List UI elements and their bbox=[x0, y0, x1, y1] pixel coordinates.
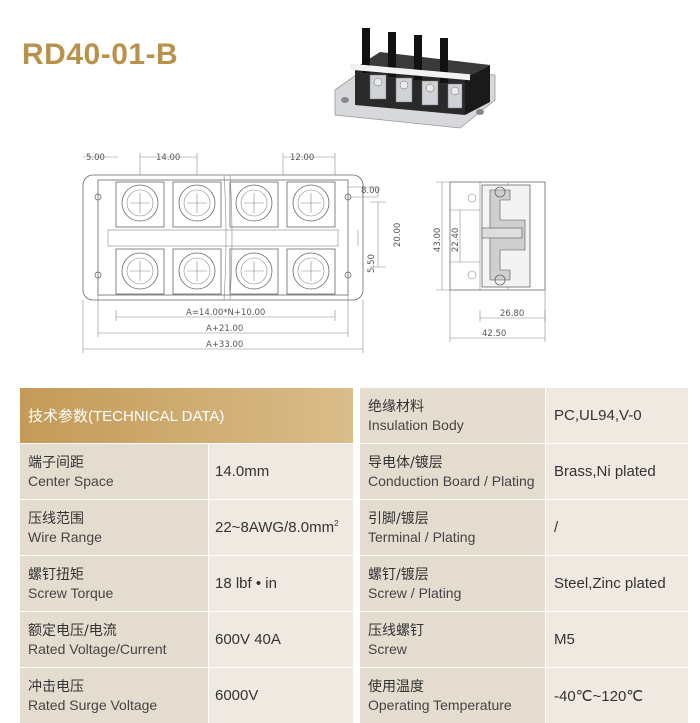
spec-label-en: Center Space bbox=[28, 472, 114, 489]
spec-value-cell: -40℃~120℃ bbox=[545, 668, 688, 723]
spec-label-zh: 引脚/镀层 bbox=[368, 510, 429, 527]
dim-43-00: 43.00 bbox=[433, 228, 443, 252]
spec-label-cell: 绝缘材料 Insulation Body bbox=[359, 388, 545, 443]
spec-label-cell: 压线范围 Wire Range bbox=[20, 500, 208, 555]
spec-label-zh: 绝缘材料 bbox=[368, 398, 424, 415]
spec-label-en: Terminal / Plating bbox=[368, 528, 476, 545]
spec-value: -40℃~120℃ bbox=[554, 687, 644, 705]
table-row: 技术参数(TECHNICAL DATA) 绝缘材料 Insulation Bod… bbox=[20, 388, 688, 443]
dim-5-00: 5.00 bbox=[86, 153, 105, 163]
spec-value-cell: M5 bbox=[545, 612, 688, 667]
dim-formula-c: A+33.00 bbox=[206, 340, 243, 350]
spec-label-en: Screw Torque bbox=[28, 584, 114, 601]
spec-value-cell: 14.0mm bbox=[208, 444, 353, 499]
table-header-label: 技术参数(TECHNICAL DATA) bbox=[28, 408, 225, 425]
dim-22-40: 22.40 bbox=[451, 228, 461, 252]
spec-label-zh: 压线范围 bbox=[28, 510, 84, 527]
dim-8-00: 8.00 bbox=[361, 186, 380, 196]
spec-label-zh: 使用温度 bbox=[368, 678, 424, 695]
spec-label-cell: 冲击电压 Rated Surge Voltage bbox=[20, 668, 208, 723]
spec-value: 6000V bbox=[215, 687, 259, 704]
table-header: 技术参数(TECHNICAL DATA) bbox=[20, 388, 353, 443]
dim-12-00: 12.00 bbox=[290, 153, 314, 163]
wire-range-value: 22~8AWG/8.0mm bbox=[215, 519, 335, 536]
spec-value-cell: Brass,Ni plated bbox=[545, 444, 688, 499]
spec-label-zh: 螺钉/镀层 bbox=[368, 566, 429, 583]
product-photo bbox=[334, 28, 496, 129]
superscript: 2 bbox=[334, 519, 339, 528]
spec-value-cell: / bbox=[545, 500, 688, 555]
spec-value-cell: Steel,Zinc plated bbox=[545, 556, 688, 611]
spec-value: M5 bbox=[554, 631, 575, 648]
spec-label-cell: 导电体/镀层 Conduction Board / Plating bbox=[359, 444, 545, 499]
product-title: RD40-01-B bbox=[22, 38, 179, 71]
spec-label-zh: 冲击电压 bbox=[28, 678, 84, 695]
spec-value-cell: 22~8AWG/8.0mm2 bbox=[208, 500, 353, 555]
dim-formula-b: A+21.00 bbox=[206, 324, 243, 334]
spec-label-cell: 使用温度 Operating Temperature bbox=[359, 668, 545, 723]
spec-label-zh: 螺钉扭矩 bbox=[28, 566, 84, 583]
technical-data-table: 技术参数(TECHNICAL DATA) 绝缘材料 Insulation Bod… bbox=[20, 388, 688, 723]
spec-value-cell: 18 lbf • in bbox=[208, 556, 353, 611]
spec-value: Steel,Zinc plated bbox=[554, 575, 666, 592]
dim-14-00: 14.00 bbox=[156, 153, 180, 163]
spec-label-en: Rated Surge Voltage bbox=[28, 696, 158, 713]
spec-value-cell: PC,UL94,V-0 bbox=[545, 388, 688, 443]
spec-label-en: Insulation Body bbox=[368, 416, 464, 433]
dim-42-50: 42.50 bbox=[482, 329, 506, 339]
spec-value: / bbox=[554, 519, 559, 536]
spec-label-zh: 导电体/镀层 bbox=[368, 454, 443, 471]
spec-value: 18 lbf • in bbox=[215, 575, 277, 592]
table-row: 冲击电压 Rated Surge Voltage 6000V 使用温度 Oper… bbox=[20, 667, 688, 723]
table-row: 压线范围 Wire Range 22~8AWG/8.0mm2 引脚/镀层 Ter… bbox=[20, 499, 688, 555]
spec-value: 22~8AWG/8.0mm2 bbox=[215, 519, 353, 536]
table-row: 额定电压/电流 Rated Voltage/Current 600V 40A 压… bbox=[20, 611, 688, 667]
spec-value: 14.0mm bbox=[215, 463, 270, 480]
spec-label-en: Operating Temperature bbox=[368, 696, 512, 713]
spec-value-cell: 600V 40A bbox=[208, 612, 353, 667]
spec-label-en: Rated Voltage/Current bbox=[28, 640, 167, 657]
dim-26-80: 26.80 bbox=[500, 309, 524, 319]
side-view-drawing: 43.00 22.40 26.80 42.50 bbox=[433, 181, 546, 342]
dim-5-50: 5.50 bbox=[367, 254, 377, 273]
spec-label-cell: 引脚/镀层 Terminal / Plating bbox=[359, 500, 545, 555]
spec-value: PC,UL94,V-0 bbox=[554, 407, 642, 424]
table-row: 螺钉扭矩 Screw Torque 18 lbf • in 螺钉/镀层 Scre… bbox=[20, 555, 688, 611]
spec-value-cell: 6000V bbox=[208, 668, 353, 723]
spec-label-en: Screw / Plating bbox=[368, 584, 462, 601]
spec-value: Brass,Ni plated bbox=[554, 463, 656, 480]
spec-label-cell: 螺钉扭矩 Screw Torque bbox=[20, 556, 208, 611]
spec-value: 600V 40A bbox=[215, 631, 281, 648]
dim-formula-a: A=14.00*N+10.00 bbox=[186, 308, 265, 318]
spec-label-cell: 压线螺钉 Screw bbox=[359, 612, 545, 667]
spec-label-cell: 额定电压/电流 Rated Voltage/Current bbox=[20, 612, 208, 667]
spec-label-en: Conduction Board / Plating bbox=[368, 472, 535, 489]
spec-label-zh: 额定电压/电流 bbox=[28, 622, 117, 639]
dim-20-00: 20.00 bbox=[393, 223, 403, 247]
spec-label-zh: 端子间距 bbox=[28, 454, 84, 471]
table-row: 端子间距 Center Space 14.0mm 导电体/镀层 Conducti… bbox=[20, 443, 688, 499]
front-view-drawing: 5.00 14.00 12.00 8.00 20.00 5.50 A=14.00… bbox=[82, 153, 403, 353]
spec-label-zh: 压线螺钉 bbox=[368, 622, 424, 639]
spec-label-cell: 螺钉/镀层 Screw / Plating bbox=[359, 556, 545, 611]
spec-label-en: Wire Range bbox=[28, 528, 102, 545]
spec-label-en: Screw bbox=[368, 640, 407, 657]
spec-label-cell: 端子间距 Center Space bbox=[20, 444, 208, 499]
